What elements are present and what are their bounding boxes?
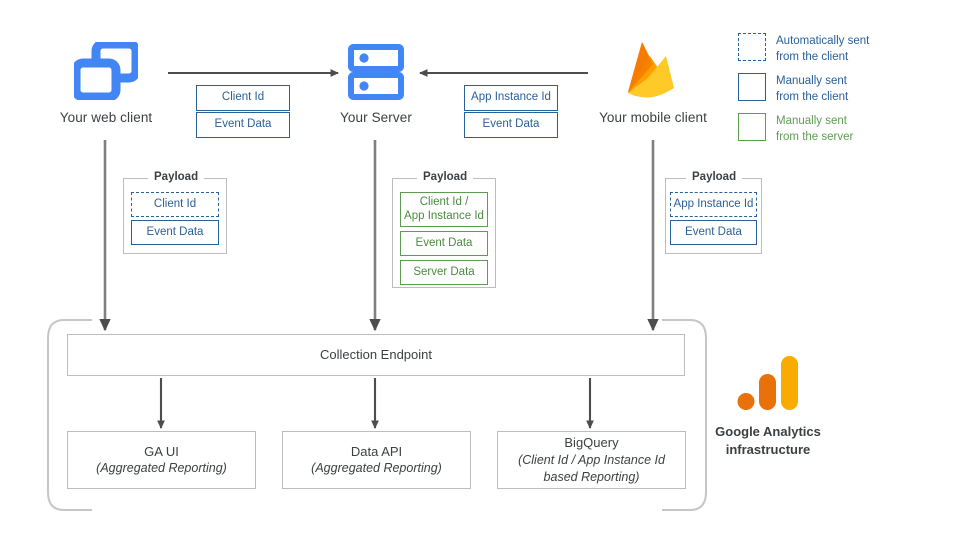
payload-title-web: Payload — [148, 171, 205, 183]
payload-chip-client-or-app-instance-id: Client Id / App Instance Id — [400, 192, 488, 227]
payload-title-mobile: Payload — [686, 171, 743, 183]
collection-endpoint-box: Collection Endpoint — [67, 334, 685, 376]
output-title-bigquery: BigQuery — [564, 435, 619, 451]
output-title-ga-ui: GA UI — [144, 443, 179, 459]
legend-label-manual-client: Manually sent from the client — [776, 75, 849, 103]
node-label-server: Your Server — [340, 110, 412, 125]
legend-item-automatic-client: Automatically sent from the client — [738, 33, 869, 65]
browser-windows-icon — [74, 42, 138, 100]
payload-chip-event-data-mobile: Event Data — [670, 220, 757, 245]
ga-infrastructure-label: Google Analytics infrastructure — [715, 424, 821, 457]
collection-endpoint-label: Collection Endpoint — [319, 347, 433, 363]
node-label-mobile-client: Your mobile client — [599, 110, 707, 125]
legend-item-manual-client: Manually sent from the client — [738, 73, 848, 105]
payload-chip-event-data: Event Data — [131, 220, 219, 245]
transfer-chip-event-data: Event Data — [196, 112, 290, 138]
output-subtitle-bigquery: (Client Id / App Instance Id based Repor… — [518, 452, 665, 484]
node-label-web-client: Your web client — [59, 110, 153, 125]
legend-swatch-solid-green — [738, 113, 766, 141]
output-box-data-api: Data API (Aggregated Reporting) — [282, 431, 471, 489]
payload-chip-server-data: Server Data — [400, 260, 488, 285]
google-analytics-icon — [737, 356, 799, 414]
payload-title-server: Payload — [417, 171, 474, 183]
transfer-chip-client-id: Client Id — [196, 85, 290, 111]
payload-chip-app-instance-id: App Instance Id — [670, 192, 757, 217]
legend-item-manual-server: Manually sent from the server — [738, 113, 853, 145]
server-rack-icon — [348, 44, 404, 100]
output-box-bigquery: BigQuery (Client Id / App Instance Id ba… — [497, 431, 686, 489]
output-subtitle-ga-ui: (Aggregated Reporting) — [96, 461, 227, 476]
payload-chip-client-id: Client Id — [131, 192, 219, 217]
transfer-chip-event-data-mobile: Event Data — [464, 112, 558, 138]
output-title-data-api: Data API — [350, 443, 403, 459]
legend-swatch-solid-blue — [738, 73, 766, 101]
transfer-chip-app-instance-id: App Instance Id — [464, 85, 558, 111]
legend-label-automatic-client: Automatically sent from the client — [776, 35, 870, 63]
legend-label-manual-server: Manually sent from the server — [776, 115, 854, 143]
payload-chip-event-data-server: Event Data — [400, 231, 488, 256]
output-subtitle-data-api: (Aggregated Reporting) — [311, 461, 442, 476]
firebase-flame-icon — [620, 38, 684, 104]
output-box-ga-ui: GA UI (Aggregated Reporting) — [67, 431, 256, 489]
legend-swatch-dashed-blue — [738, 33, 766, 61]
